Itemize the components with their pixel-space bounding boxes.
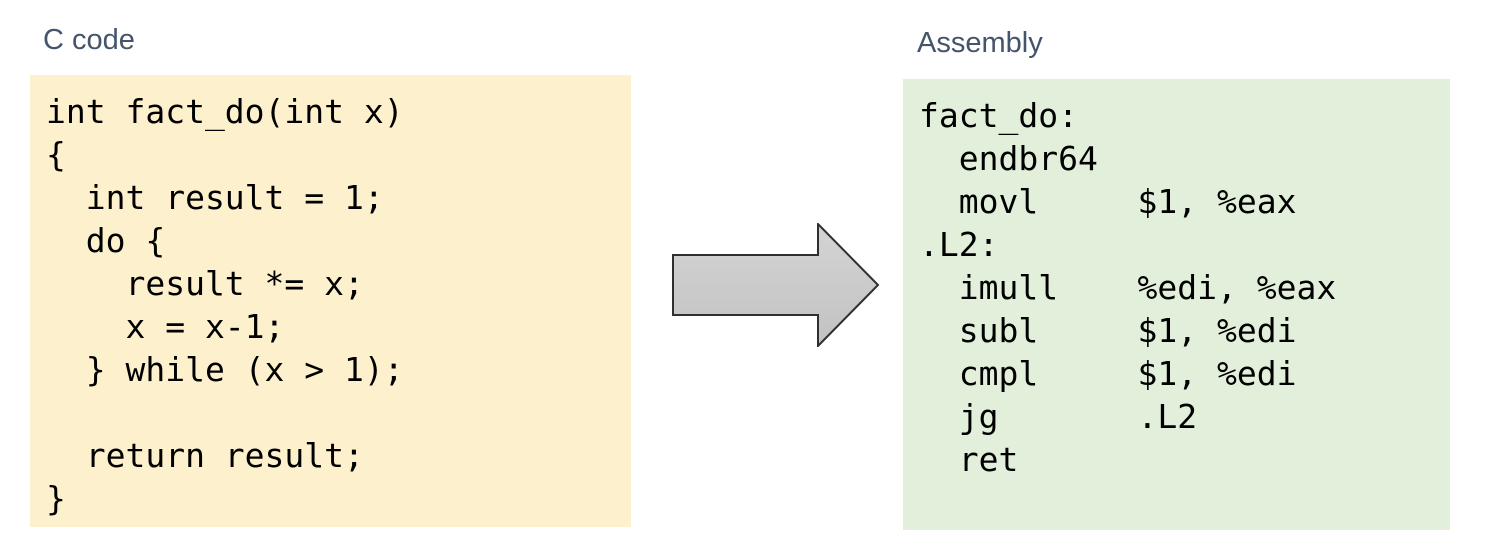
assembly-code-block: fact_do: endbr64 movl $1, %eax .L2: imul… [903,79,1450,530]
compile-arrow [672,221,880,349]
c-code-title: C code [43,24,135,56]
assembly-title: Assembly [917,27,1043,59]
right-arrow-icon [672,221,880,349]
c-code-block: int fact_do(int x) { int result = 1; do … [30,75,631,527]
